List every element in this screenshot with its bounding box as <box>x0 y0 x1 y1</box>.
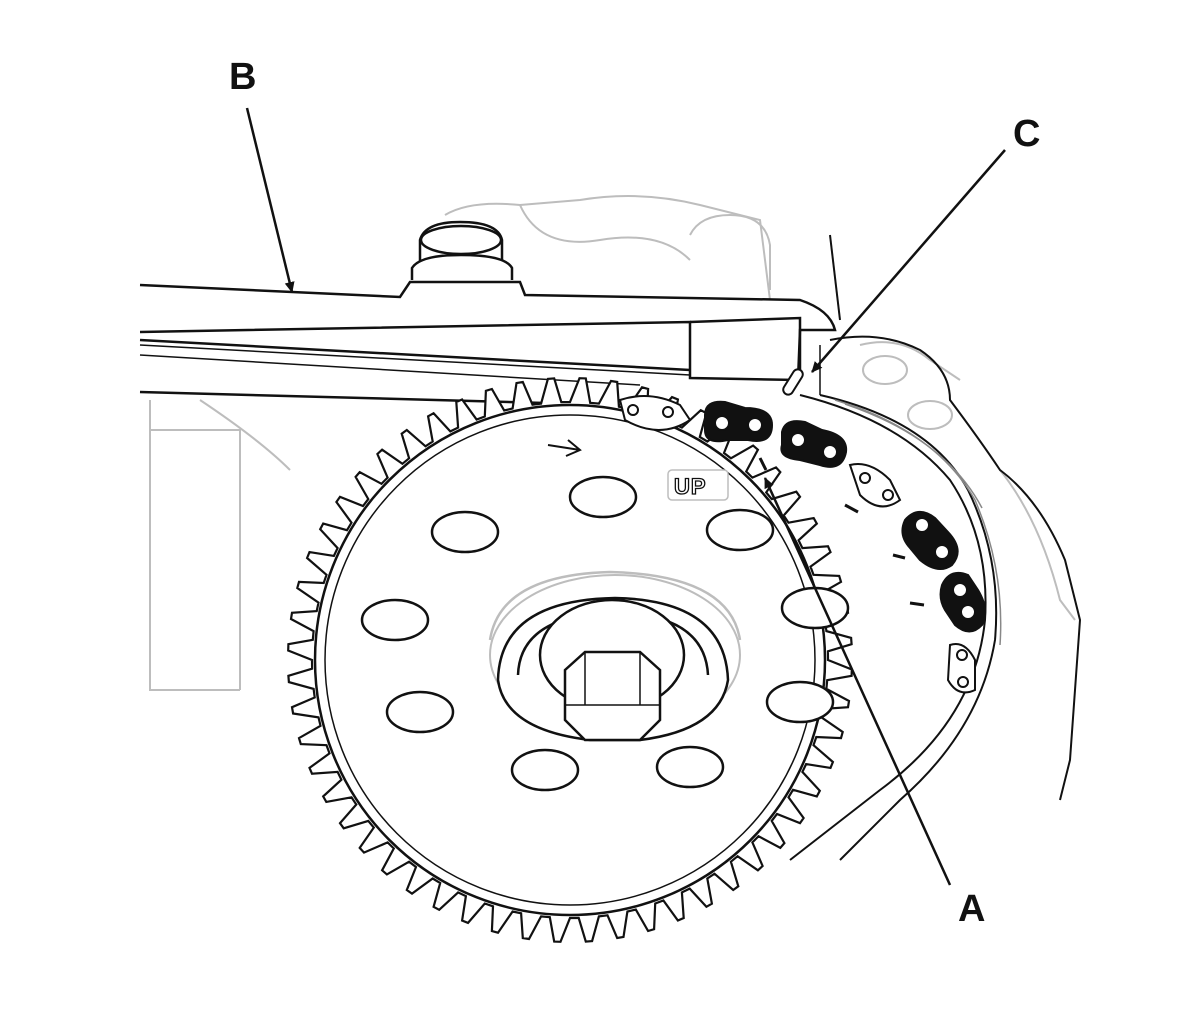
up-mark-text: UP <box>674 474 707 499</box>
callout-label-c: C <box>1013 113 1041 155</box>
chain-guide <box>789 394 1002 861</box>
sprocket-holes <box>360 475 850 792</box>
leader-line-c <box>811 149 1006 373</box>
dowel-pin-c <box>782 368 804 396</box>
timing-chain <box>618 395 987 694</box>
colored-chain-link <box>939 572 987 633</box>
leader-line-a <box>763 477 952 886</box>
holder-bolt <box>410 220 514 280</box>
leader-line-b <box>245 107 295 293</box>
callout-label-b: B <box>229 56 257 98</box>
colored-chain-link <box>704 400 774 443</box>
cylinder-head-outline <box>829 234 1082 801</box>
sprocket-hub <box>488 570 742 742</box>
callout-label-a: A <box>958 888 986 930</box>
tool-bar-b <box>139 280 837 407</box>
up-marking: UP <box>667 469 729 501</box>
colored-chain-link <box>901 511 959 570</box>
engine-casting-background <box>149 195 1076 691</box>
leader-lines <box>245 107 1006 886</box>
timing-marks <box>547 439 925 607</box>
colored-chain-link <box>780 420 848 468</box>
